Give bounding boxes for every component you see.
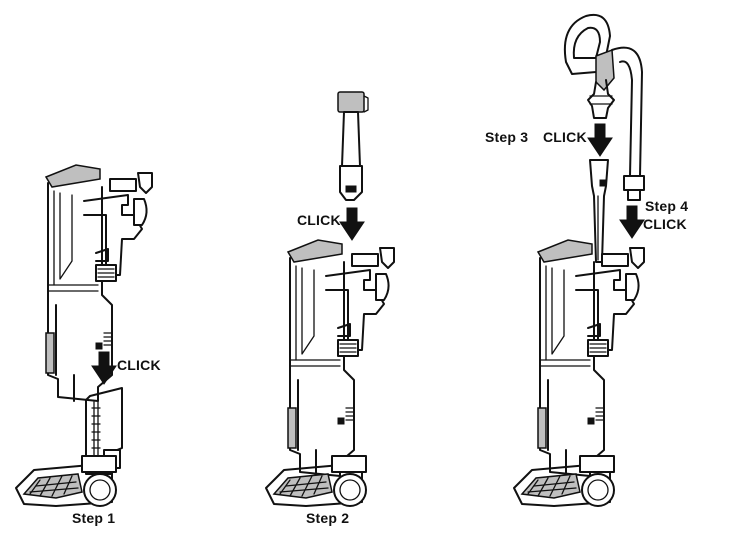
step4-arrow-icon [619, 205, 645, 239]
step3-label: Step 3 [485, 129, 529, 145]
step3-handle [564, 14, 615, 119]
step3-arrow-icon [587, 123, 613, 157]
step3-floor-nozzle [513, 455, 615, 507]
step4-label: Step 4 [645, 198, 689, 214]
step3-hose [611, 46, 645, 201]
step2-click-label: CLICK [297, 212, 341, 228]
step2-label: Step 2 [306, 510, 350, 526]
step1-label: Step 1 [72, 510, 116, 526]
step2-wand [337, 91, 369, 201]
step1-click-label: CLICK [117, 357, 161, 373]
step3-vacuum-body [537, 239, 645, 477]
step3-click-label: CLICK [543, 129, 587, 145]
step2-vacuum-body [287, 239, 395, 477]
step4-click-label: CLICK [643, 216, 687, 232]
step1-floor-nozzle [15, 455, 117, 507]
step2-arrow-icon [339, 207, 365, 241]
